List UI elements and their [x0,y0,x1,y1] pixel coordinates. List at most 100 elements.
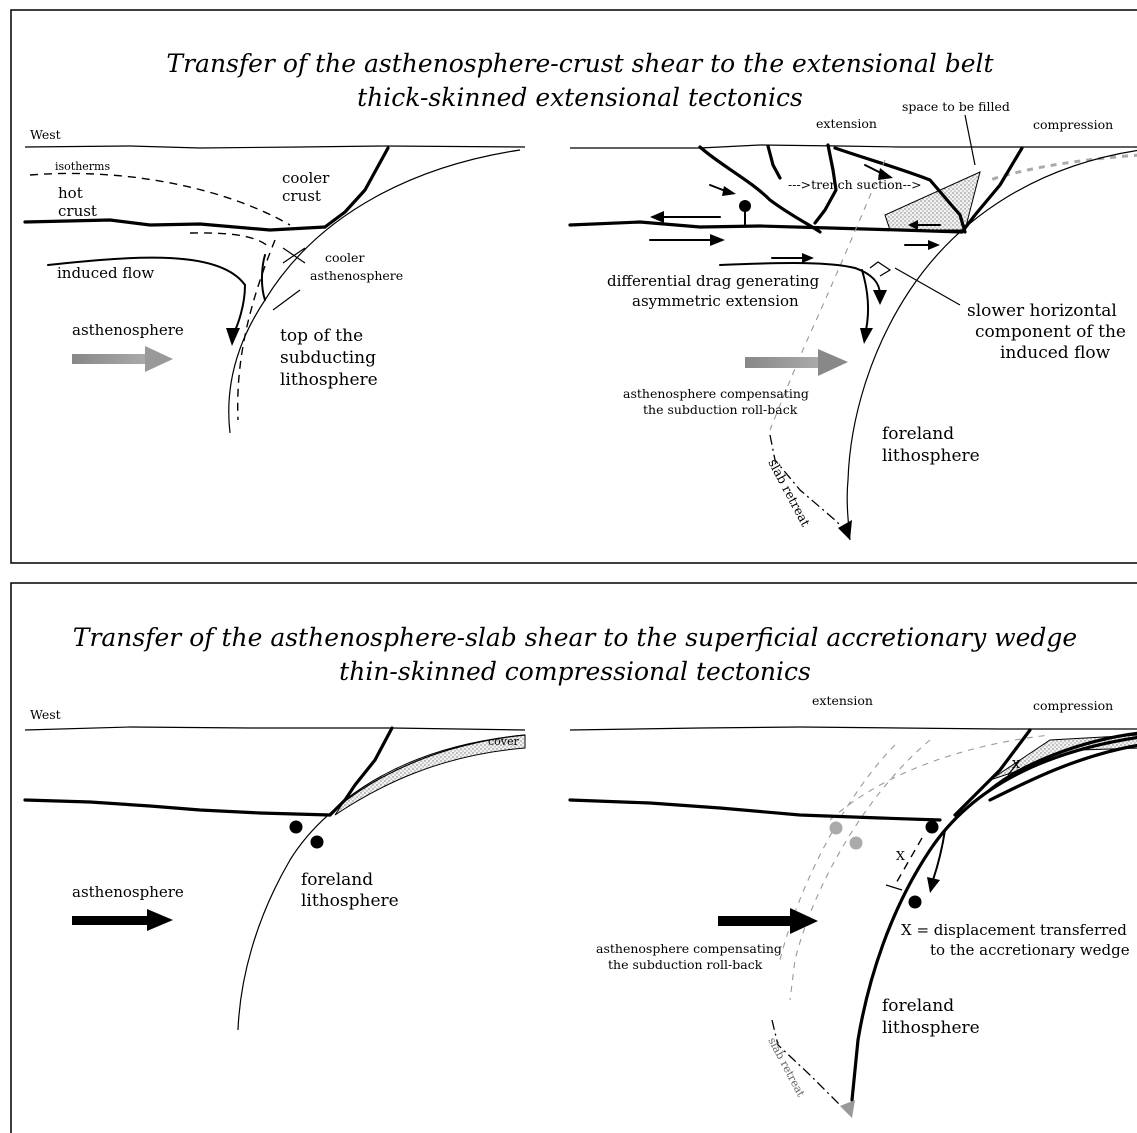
slab-retreat-label: slab retreat [765,456,813,528]
induced-flow-down [861,269,870,331]
shear-arrow-1-head [722,186,736,196]
slab-pointer [272,289,301,311]
induced-flow-arrowhead [873,290,887,305]
induced-flow-line [719,262,881,296]
extension-arrow-left-head [650,211,664,223]
slab-retreat-arrowhead [838,520,852,540]
thrust-fault [328,726,394,817]
bottom-panel-frame [10,582,1137,1133]
slab-retreat-arrowhead [840,1100,855,1118]
west-label: West [30,127,61,142]
subducting-slab-top [237,734,526,1031]
bottom-title-line2: thin-skinned compressional tectonics [339,657,811,686]
foreland-label-2: lithosphere [882,1018,980,1038]
induced-flow-label: induced flow [57,264,154,282]
foreland-label-2: lithosphere [882,446,980,466]
asthenosphere-label: asthenosphere [72,883,184,901]
surface-line [24,145,526,149]
induced-flow-line [47,256,247,336]
cover-label: cover [488,735,520,748]
slower-arrow-head [802,253,814,263]
thrust-fault [960,146,1024,234]
foreland-label-1: foreland [301,870,373,890]
asthenosphere-arrow [72,909,173,931]
slower-label-2: component of the [975,322,1126,342]
subducting-slab-top [846,149,1137,541]
top-panel-frame [10,9,1137,564]
diff-drag-label-1: differential drag generating [607,272,820,290]
old-surface-dashed [829,734,1051,821]
slower-pointer [894,267,961,306]
subducting-slab-top [228,149,521,434]
foreland-label-1: foreland [882,996,954,1016]
bottom-left-section: West cover asthenosphere foreland lithos… [23,707,526,1031]
asthenosphere-arrow [718,908,818,934]
fault-trace [323,146,390,229]
thrust-arrow-head [908,220,918,230]
top-left-section: West isotherms hot crust cooler crust in… [23,127,526,434]
crust-base [568,220,964,234]
x-def-label-2: to the accretionary wedge [930,941,1130,959]
x-dimension-line [894,837,923,886]
asth-comp-label-2: the subduction roll-back [643,402,798,417]
normal-fault-4 [833,146,967,234]
cooler-asth-label-1: cooler [325,250,364,265]
slab-motion-arrow [932,829,946,881]
extension-label: extension [812,693,873,708]
diff-drag-label-2: asymmetric extension [632,292,799,310]
old-marker-1 [829,821,843,835]
top-slab-label-2: subducting [280,348,376,368]
asth-comp-label-1: asthenosphere compensating [596,941,782,956]
crust-base [568,798,942,822]
slab-retreat-label: slab retreat [765,1035,807,1099]
x-dimension-tick [885,884,903,891]
west-label: West [30,707,61,722]
isotherm-1 [29,172,291,226]
foreland-label-2: lithosphere [301,891,399,911]
surface-line [570,144,1137,149]
trench-suction-label: --->trench suction--> [788,177,922,192]
cooler-crust-label-1: cooler [282,169,330,187]
top-title-line1: Transfer of the asthenosphere-crust shea… [166,49,994,78]
top-panel: Transfer of the asthenosphere-crust shea… [10,9,1137,564]
cross-mark-b [282,247,306,264]
surface-line [24,726,526,731]
hot-crust-label-1: hot [58,184,83,202]
isotherm-2 [189,232,271,249]
subducting-slab-top [850,735,1137,1102]
flow-branch [261,254,266,301]
pin-symbol [739,200,751,212]
space-label: space to be filled [902,99,1010,114]
asth-comp-label-1: asthenosphere compensating [623,386,809,401]
slower-label-3: induced flow [1000,343,1111,363]
cooler-crust-label-2: crust [282,187,321,205]
foreland-label-1: foreland [882,424,954,444]
drag-arrow-right-head [710,234,725,246]
normal-fault-1 [698,145,822,234]
old-slab-dashed [789,739,931,1001]
lower-thrust-arrow-head [928,240,940,250]
top-slab-label-1: top of the [280,326,363,346]
induced-flow-down-head [860,328,873,344]
hot-crust-label-2: crust [58,202,97,220]
crust-base [23,798,332,817]
asthenosphere-label: asthenosphere [72,321,184,339]
wedge-thrust-2 [988,743,1137,802]
trench-suction-pointer [964,114,976,166]
kink-symbol [869,261,892,277]
wedge-thrust-3 [953,728,1032,817]
marker-upper [925,820,939,834]
asthenosphere-arrow [72,346,173,372]
bottom-right-section: X extension compression X X = displaceme… [568,693,1137,1118]
retreat-dashed [769,159,886,431]
old-slab-dashed-2 [779,744,896,961]
normal-fault-3 [813,143,838,225]
x-wedge-mark [1007,759,1021,776]
top-right-section: extension space to be filled compression… [568,99,1137,541]
cooler-asth-label-2: asthenosphere [310,268,403,283]
x-wedge-label: X [1012,758,1020,771]
normal-fault-2 [766,144,782,180]
slab-motion-arrowhead [927,877,940,893]
bottom-panel: Transfer of the asthenosphere-slab shear… [10,582,1137,1133]
